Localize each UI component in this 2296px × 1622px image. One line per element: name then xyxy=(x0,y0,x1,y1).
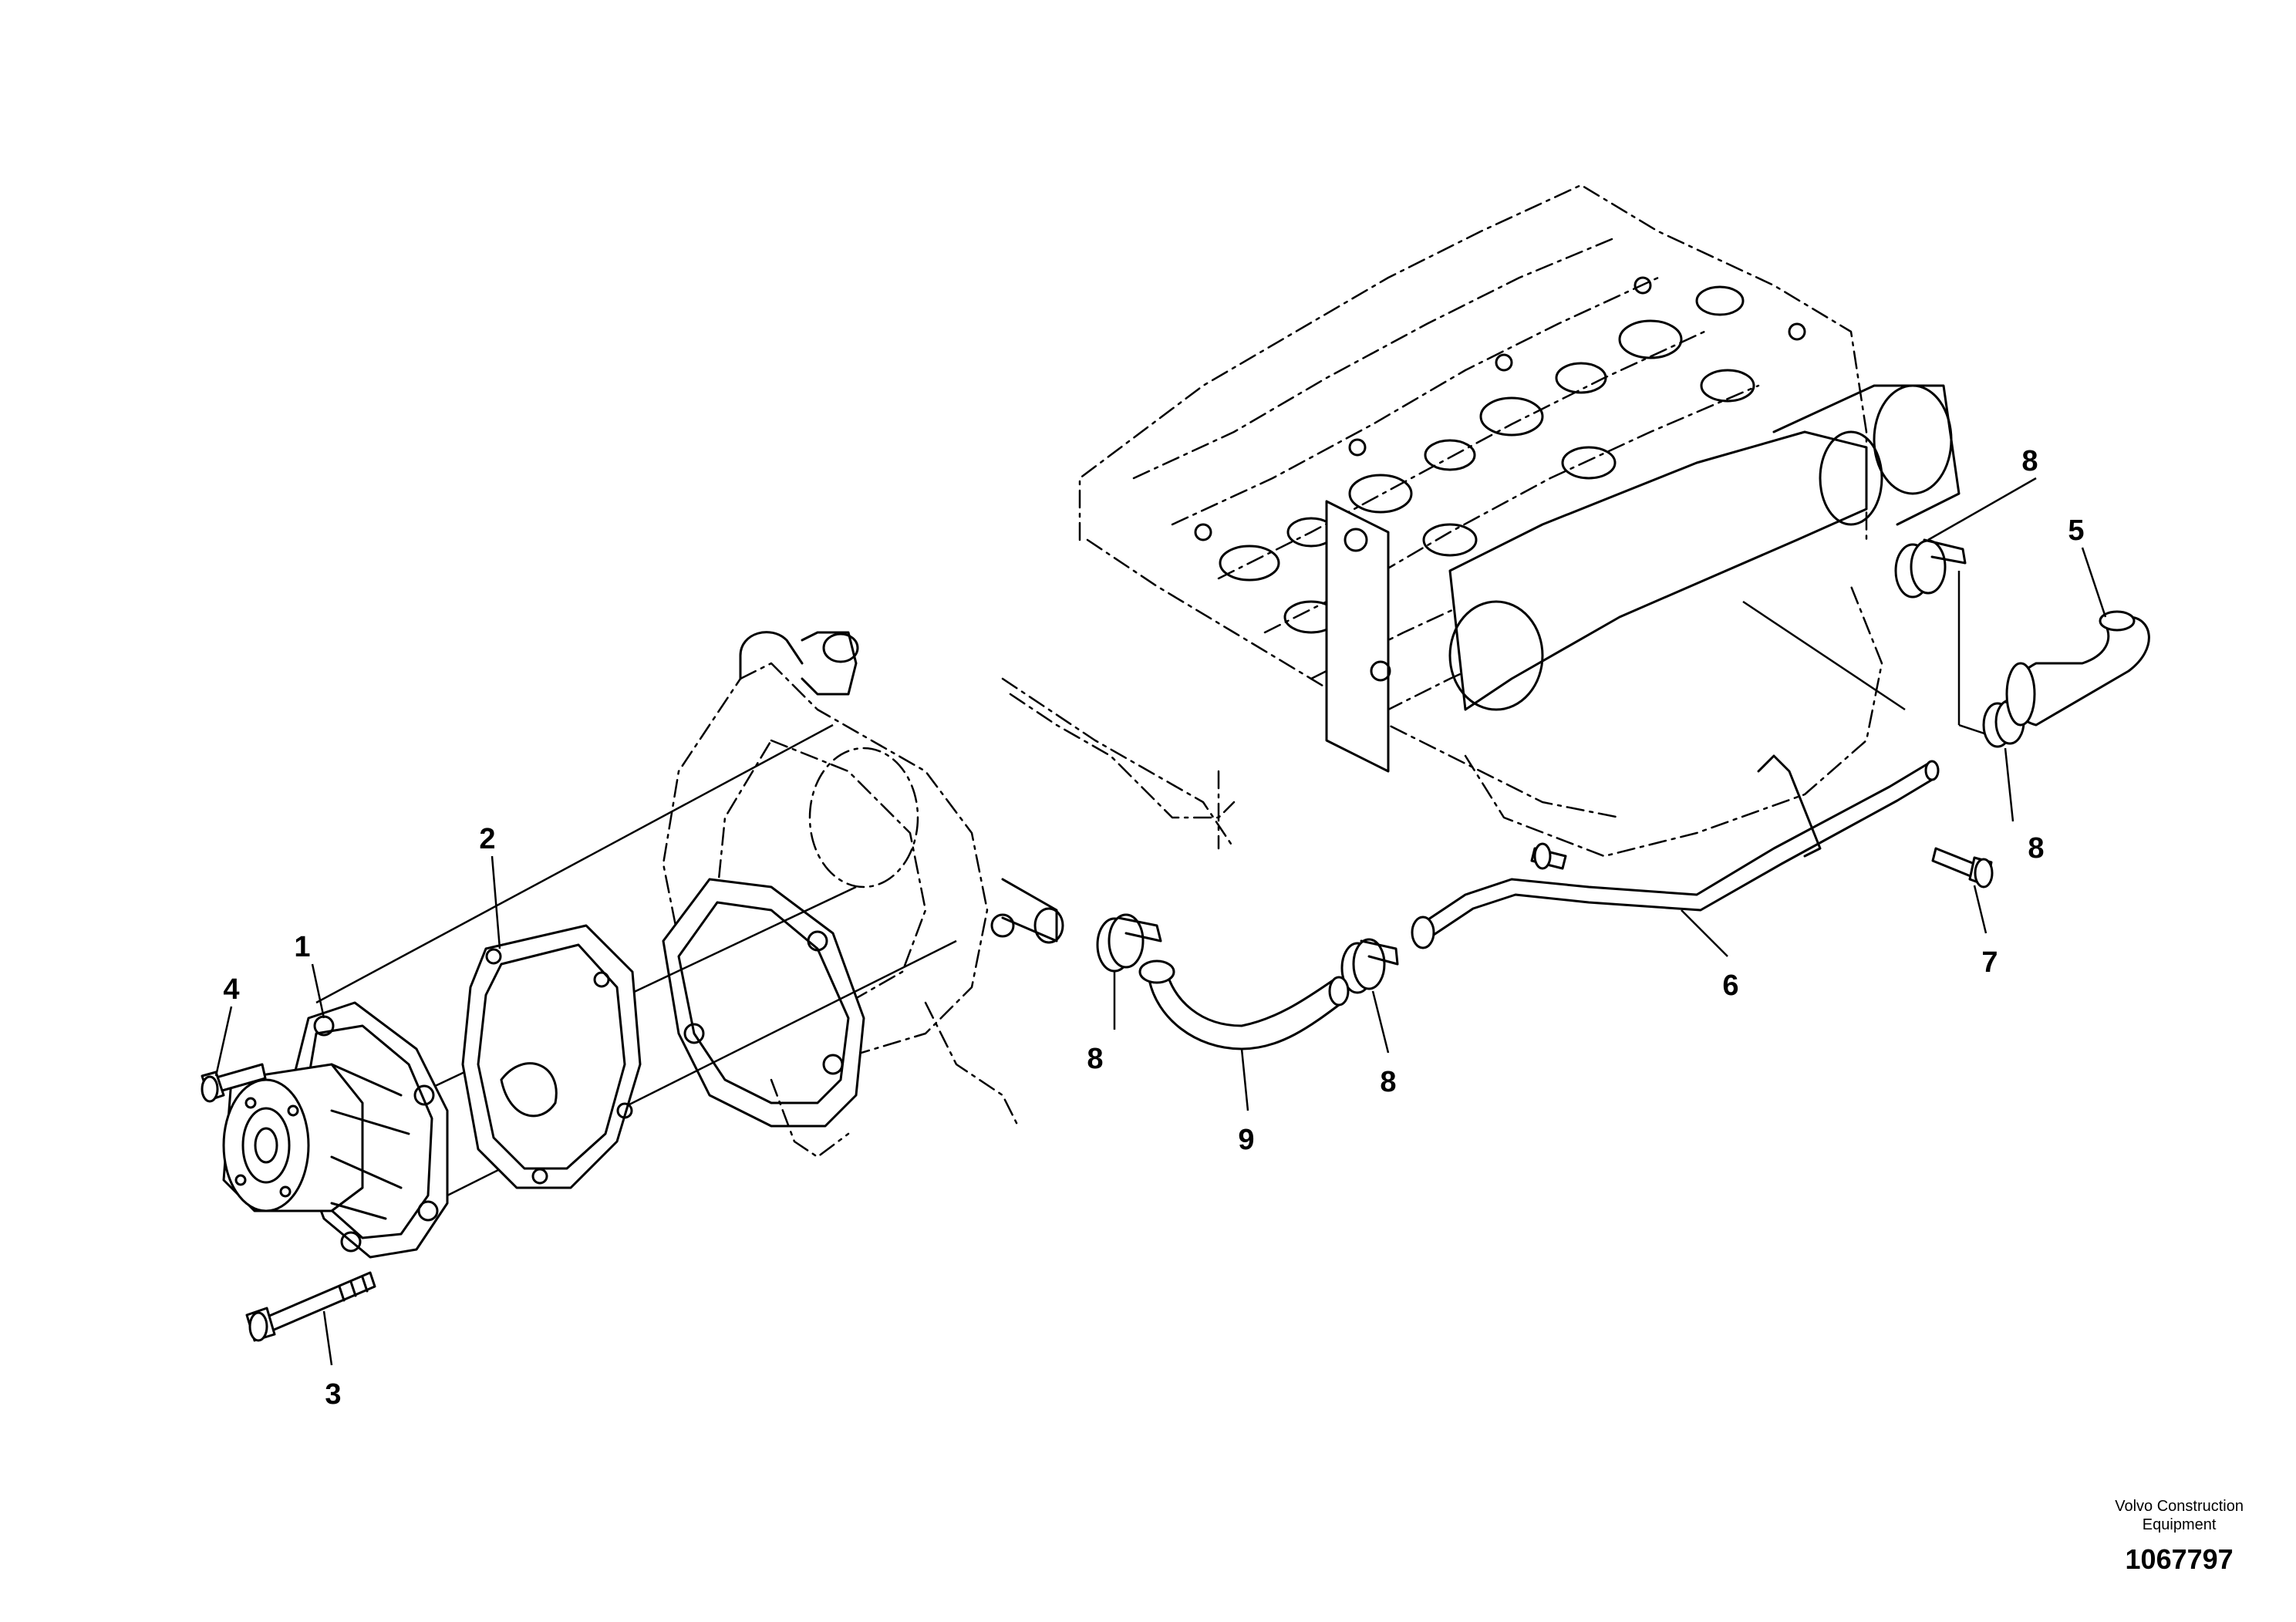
callout-8-top: 8 xyxy=(2021,445,2038,477)
callout-8-right: 8 xyxy=(2028,832,2044,865)
document-number: 1067797 xyxy=(2125,1543,2234,1575)
callout-2: 2 xyxy=(479,823,495,855)
leader-lines xyxy=(214,477,2107,1366)
callout-8-mid: 8 xyxy=(1380,1066,1396,1098)
callout-4: 4 xyxy=(223,973,239,1006)
callout-9: 9 xyxy=(1238,1124,1254,1156)
part-2-gasket xyxy=(461,924,642,1189)
callout-5: 5 xyxy=(2068,514,2084,547)
brand-line-1: Volvo Construction xyxy=(2115,1498,2244,1515)
footer-block: Volvo Construction Equipment 1067797 xyxy=(2115,1497,2244,1576)
part-1-water-pump xyxy=(222,1001,449,1259)
callout-7: 7 xyxy=(1981,946,1998,979)
part-4-bolt xyxy=(201,1063,267,1103)
callout-3: 3 xyxy=(325,1378,341,1411)
engine-front-housing xyxy=(662,631,1064,1158)
callout-6: 6 xyxy=(1722,969,1738,1002)
callout-1: 1 xyxy=(294,931,310,963)
callout-8-left: 8 xyxy=(1087,1043,1103,1075)
part-6-coolant-pipe xyxy=(1411,754,1940,949)
part-8-hose-clamp-c xyxy=(1894,538,1967,599)
part-8-hose-clamp-b xyxy=(1340,938,1399,994)
part-7-bolt xyxy=(1931,847,1994,889)
part-5-hose xyxy=(2005,610,2150,727)
part-9-hose xyxy=(1138,959,1350,1050)
engine-cylinder-head xyxy=(1001,184,1961,858)
part-3-bolt xyxy=(245,1271,376,1342)
brand-line-2: Equipment xyxy=(2142,1516,2217,1533)
callout-labels: 1 2 3 4 5 6 7 8 8 8 8 9 xyxy=(223,445,2084,1411)
part-8-hose-clamp-a xyxy=(1096,913,1162,973)
head-bolt xyxy=(1530,842,1567,870)
